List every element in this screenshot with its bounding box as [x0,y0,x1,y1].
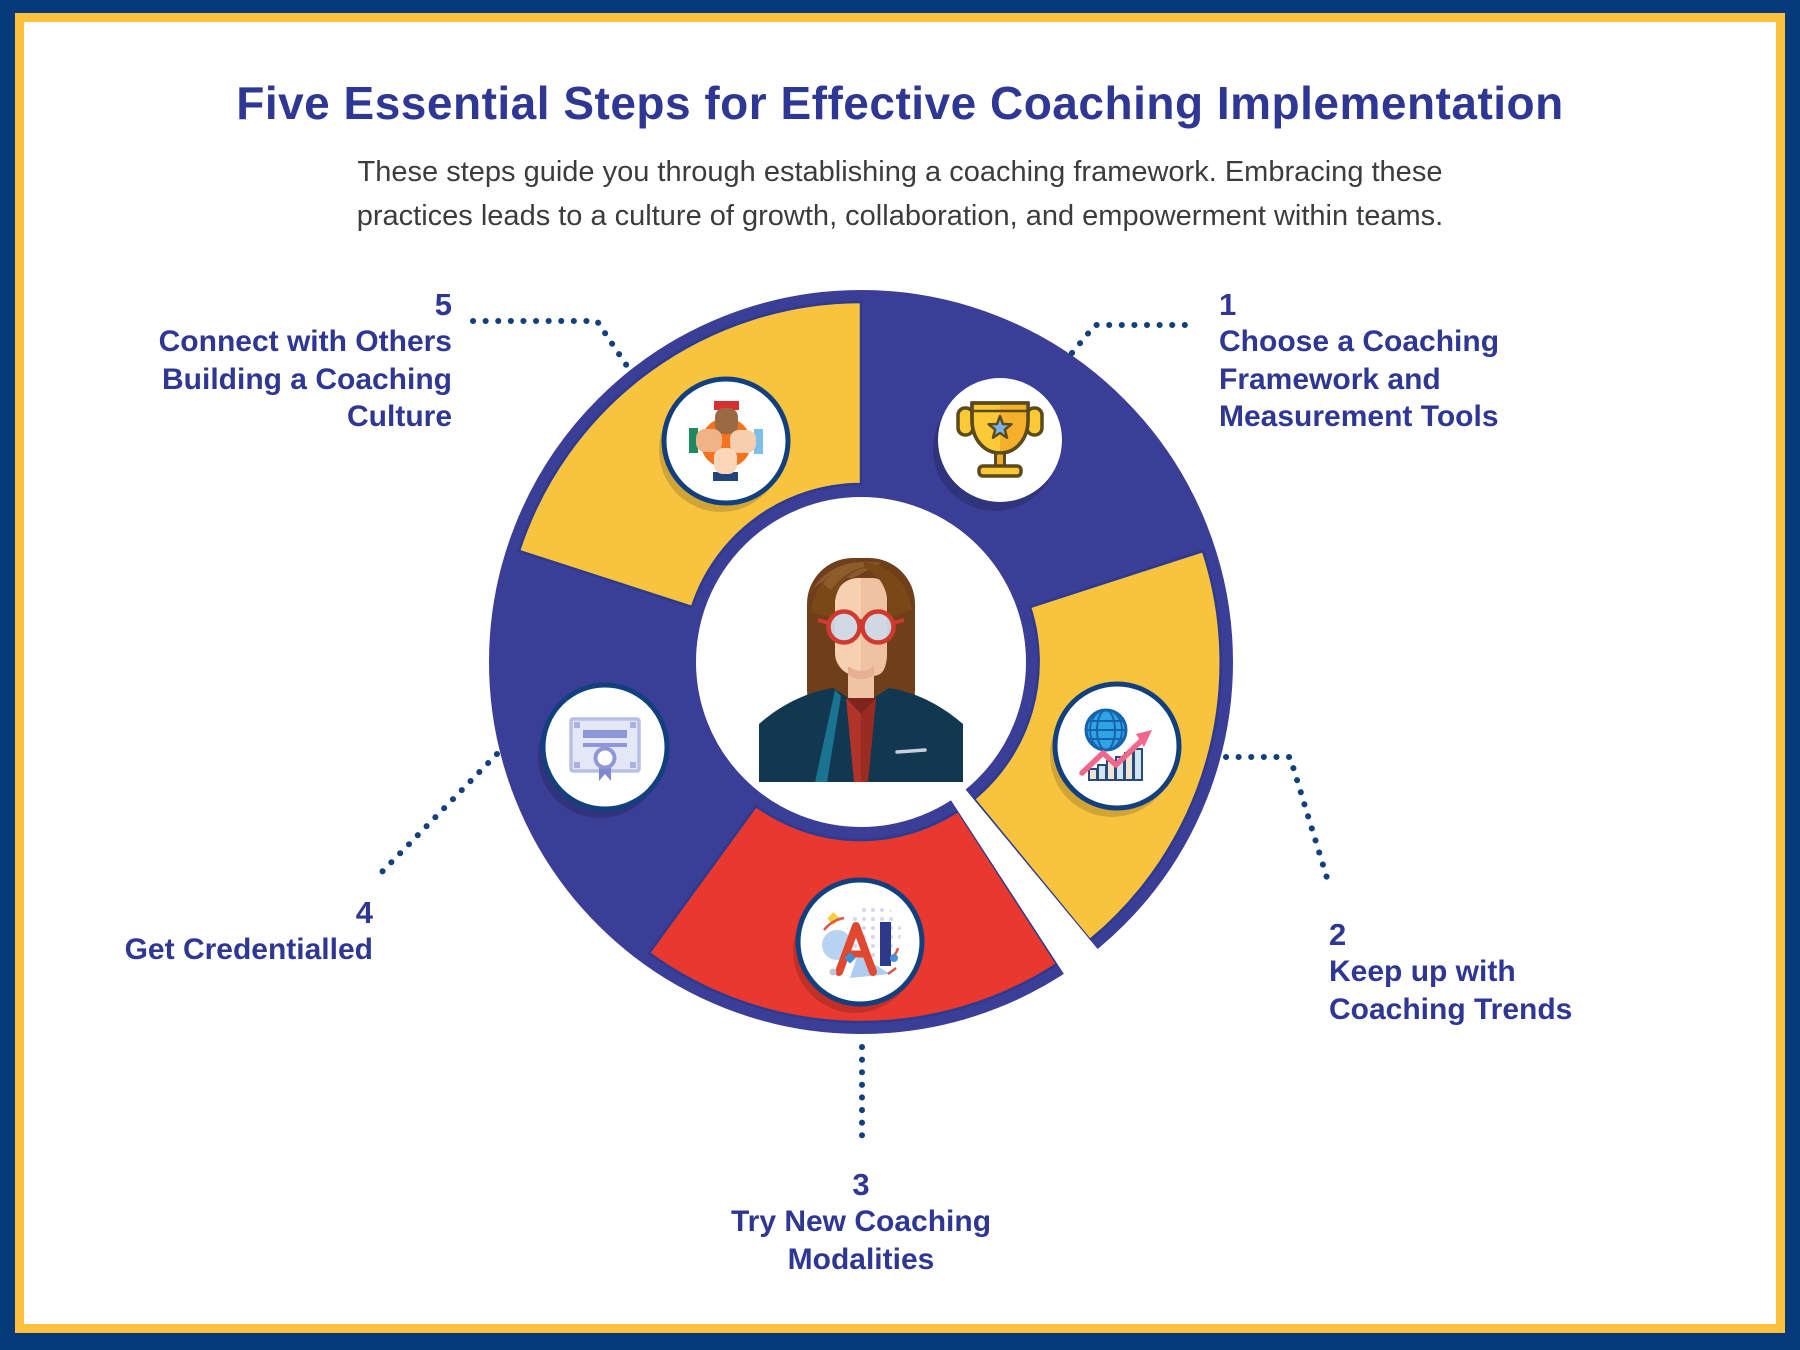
step-4-number: 4 [355,895,373,930]
step-5-icon-circle [659,376,791,512]
connector-step-2 [1223,754,1330,881]
dotted-connectors [374,318,1330,1144]
avatar-glasses [817,609,905,645]
connector-step-4 [374,751,500,880]
step-2-label: 2 Keep up with Coaching Trends [1329,916,1572,1028]
step-5-line: Building a Coaching [162,362,452,396]
ai-icon [822,905,901,978]
connector-step-1 [1069,322,1199,356]
step-2-icon-circle [1050,681,1182,817]
step-2-line: Coaching Trends [1329,992,1573,1026]
step-1-line: Measurement Tools [1219,400,1499,433]
step-3-number: 3 [852,1167,870,1202]
step-3-icon-circle [793,877,925,1013]
step-1-line: Choose a Coaching [1219,325,1500,358]
connector-step-5 [470,318,632,372]
globe-growth-chart-icon [1079,708,1152,781]
step-5-label: 5 Connect with Others Building a Coachin… [102,286,452,436]
subtitle-line-2: practices leads to a culture of growth, … [356,200,1444,232]
step-1-number: 1 [1219,287,1237,322]
step-2-number: 2 [1329,917,1347,952]
subtitle-line-1: These steps guide you through establishi… [357,156,1443,188]
step-3-label: 3 Try New Coaching Modalities [611,1166,1111,1278]
step-2-line: Keep up with [1329,955,1516,988]
step-1-line: Framework and [1219,362,1441,396]
hands-together-icon [689,401,763,481]
segment-gap [943,778,1110,991]
step-5-line: Culture [347,400,452,433]
step-5-number: 5 [434,287,452,322]
step-3-line: Try New Coaching [730,1205,992,1238]
certificate-icon [569,717,641,781]
step-4-label: 4 Get Credentialled [73,894,373,969]
step-1-label: 1 Choose a Coaching Framework and Measur… [1219,286,1499,436]
page-subtitle: These steps guide you through establishi… [0,150,1800,238]
step-1-icon-circle [933,378,1062,511]
step-3-line: Modalities [787,1242,935,1276]
trophy-icon [956,401,1044,478]
step-4-line: Get Credentialled [124,933,373,966]
page-title: Five Essential Steps for Effective Coach… [236,77,1564,129]
step-4-icon-circle [538,682,670,818]
step-5-line: Connect with Others [158,325,452,358]
coach-avatar [698,499,1024,825]
